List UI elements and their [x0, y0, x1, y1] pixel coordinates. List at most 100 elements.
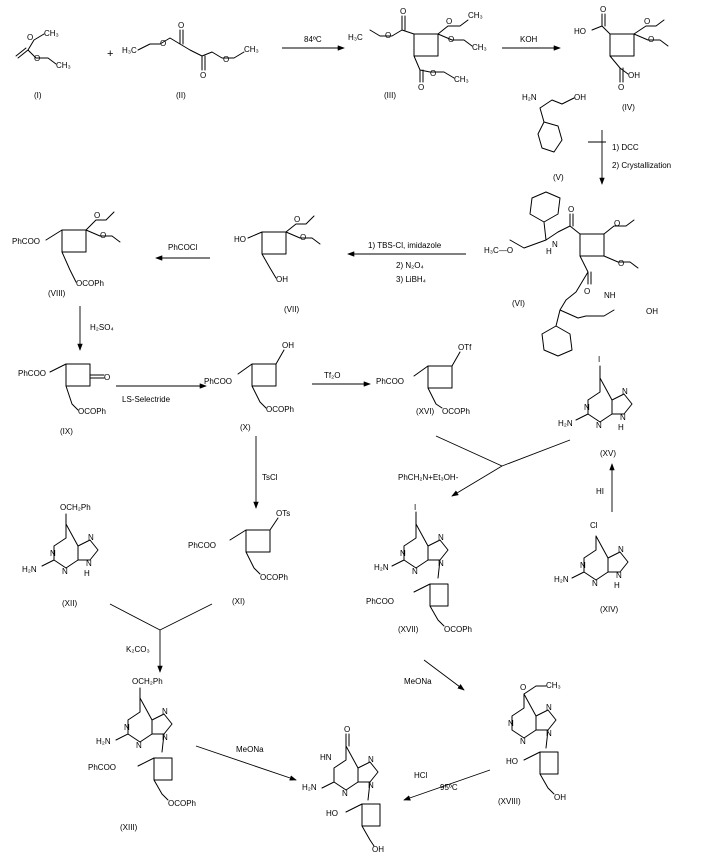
compound-label: (II)	[176, 91, 186, 100]
atom-n: N	[622, 387, 628, 396]
atom-n: N	[620, 413, 626, 422]
atom-h3co: H₃C—O	[484, 246, 513, 255]
atom-otf: OTf	[458, 343, 472, 352]
compound-18: O CH₃ N N N N HO OH (XVIII)	[498, 681, 566, 806]
compound-4: O HO O O O OH (IV)	[574, 5, 669, 112]
atom-phcoo: PhCOO	[12, 237, 40, 246]
atom-o: O	[294, 215, 300, 224]
atom-o: O	[400, 7, 406, 16]
atom-n: N	[546, 729, 552, 738]
atom-i: I	[598, 355, 600, 364]
atom-o: O	[300, 233, 306, 242]
compound-label: (IV)	[622, 103, 635, 112]
atom-oh: OH	[372, 845, 384, 854]
reagent-label: 1) TBS-Cl, imidazole	[368, 241, 442, 250]
atom-ocoph: OCOPh	[266, 405, 294, 414]
atom-ocoph: OCOPh	[444, 625, 472, 634]
atom-ho: HO	[574, 27, 586, 36]
arrow	[403, 769, 491, 801]
compound-13: OCH₂Ph N N N N H₂N PhCOO OCOPh (XIII)	[88, 677, 196, 832]
atom-oh: OH	[276, 275, 288, 284]
reagent-label: K₂CO₃	[126, 645, 150, 654]
atom-o: O	[430, 69, 436, 78]
atom-n: N	[438, 533, 444, 542]
atom-n: N	[616, 571, 622, 580]
atom-o: O	[178, 21, 184, 30]
atom-h2n: H₂N	[374, 563, 389, 572]
atom-n: N	[596, 421, 602, 430]
atom-och2ph: OCH₂Ph	[132, 677, 163, 686]
atom-oh: OH	[282, 341, 294, 350]
atom-n: N	[400, 549, 406, 558]
atom-i: I	[414, 503, 416, 512]
atom-n: N	[136, 741, 142, 750]
atom-ho: HO	[234, 235, 246, 244]
atom-o: O	[568, 205, 574, 214]
atom-n: N	[592, 579, 598, 588]
compound-9: PhCOO O OCOPh (IX)	[18, 363, 110, 436]
compound-label: (X)	[240, 423, 251, 432]
atom-o: O	[648, 35, 654, 44]
reagent-label: 1) DCC	[612, 143, 639, 152]
atom-n: N	[438, 559, 444, 568]
reagent-label: 2) Crystallization	[612, 161, 671, 170]
compound-8: PhCOO O O OCOPh (VIII)	[12, 211, 121, 298]
compound-17: I N N N N H₂N PhCOO OCOPh (XVII)	[366, 503, 472, 634]
atom-ch3: CH₃	[56, 61, 71, 70]
reagent-label: KOH	[520, 35, 538, 44]
atom-ch3: CH₃	[468, 11, 483, 20]
atom-n: N	[412, 567, 418, 576]
atom-h: H	[614, 581, 620, 590]
atom-h: H	[84, 569, 90, 578]
compound-14: Cl N N N N H H₂N (XIV)	[554, 521, 629, 614]
reagent-label: 84ºC	[304, 35, 322, 44]
reagent-label: 3) LiBH₄	[396, 275, 426, 284]
compound-label: (VII)	[284, 305, 299, 314]
atom-n: N	[552, 240, 558, 249]
atom-nh: NH	[604, 291, 616, 300]
atom-h2n: H₂N	[22, 565, 37, 574]
atom-o: O	[448, 35, 454, 44]
atom-n: N	[520, 737, 526, 746]
compound-label: (VI)	[512, 299, 525, 308]
reagent-label: TsCl	[262, 473, 278, 482]
atom-o: O	[385, 31, 391, 40]
compound-10: PhCOO OH OCOPh (X)	[204, 341, 294, 432]
atom-ocoph: OCOPh	[260, 573, 288, 582]
atom-h: H	[546, 247, 552, 256]
reagent-label: H₂SO₄	[90, 323, 114, 332]
atom-phcoo: PhCOO	[18, 369, 46, 378]
atom-ocoph: OCOPh	[76, 279, 104, 288]
arrow	[423, 659, 465, 691]
compound-label: (XVIII)	[498, 797, 521, 806]
arrow	[159, 603, 213, 631]
atom-o: O	[618, 83, 624, 92]
atom-n: N	[368, 755, 374, 764]
atom-h2n: H₂N	[554, 575, 569, 584]
atom-h2n: H₂N	[302, 783, 317, 792]
compound-label: (XV)	[600, 449, 616, 458]
atom-phcoo: PhCOO	[88, 763, 116, 772]
atom-h3c: H₃C	[348, 33, 363, 42]
atom-phcoo: PhCOO	[376, 377, 404, 386]
atom-o: O	[100, 231, 106, 240]
atom-ch3: CH₃	[244, 45, 259, 54]
compound-label: (XVI)	[416, 407, 435, 416]
atom-h: H	[618, 423, 624, 432]
compound-1: O O CH₃ CH₃ (I)	[15, 29, 71, 100]
reagent-label: MeONa	[404, 677, 432, 686]
atom-h2n: H₂N	[558, 419, 573, 428]
atom-o: O	[618, 259, 624, 268]
compound-label: (IX)	[60, 427, 73, 436]
atom-n: N	[546, 703, 552, 712]
compound-label: (XIII)	[120, 823, 138, 832]
atom-n: N	[88, 533, 94, 542]
atom-n: N	[342, 789, 348, 798]
atom-o: O	[27, 33, 33, 42]
arrow	[109, 603, 161, 631]
atom-o: O	[200, 71, 206, 80]
compound-15: I N N N N H H₂N (XV)	[558, 355, 633, 458]
reagent-label: Tf₂O	[324, 371, 340, 380]
atom-h3c: H₃C	[122, 46, 137, 55]
